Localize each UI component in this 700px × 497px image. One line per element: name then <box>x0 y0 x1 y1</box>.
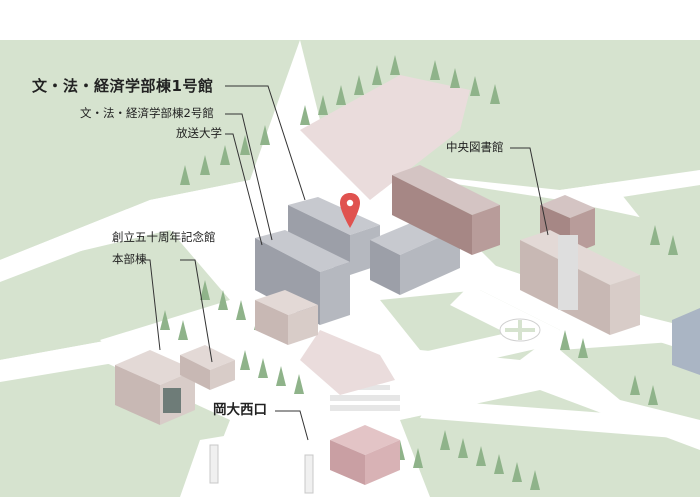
label-memorial-hall[interactable]: 創立五十周年記念館 <box>112 230 216 244</box>
plaza <box>300 330 395 395</box>
gate-pylons <box>209 444 314 494</box>
label-bldg2[interactable]: 文・法・経済学部棟2号館 <box>80 106 214 120</box>
label-central-library[interactable]: 中央図書館 <box>446 140 504 154</box>
building-gate-pink[interactable] <box>330 425 400 485</box>
building-beige[interactable] <box>255 290 318 345</box>
building-east-edge[interactable] <box>672 308 700 375</box>
building-main[interactable] <box>115 350 195 425</box>
library-tower <box>558 235 578 310</box>
roundabout <box>499 318 541 342</box>
map-pin-icon[interactable] <box>340 193 360 228</box>
main-glass-front <box>163 388 181 413</box>
sports-field <box>300 75 470 200</box>
label-main-building[interactable]: 本部棟 <box>112 252 147 266</box>
label-bldg1[interactable]: 文・法・経済学部棟1号館 <box>32 77 214 95</box>
leader-lines <box>140 85 549 441</box>
label-open-univ[interactable]: 放送大学 <box>176 126 222 140</box>
building-library[interactable] <box>520 195 640 335</box>
building-memorial-hall[interactable] <box>180 345 235 390</box>
trees <box>160 55 678 490</box>
building-brown-north[interactable] <box>392 165 500 255</box>
label-west-gate[interactable]: 岡大西口 <box>213 402 267 418</box>
